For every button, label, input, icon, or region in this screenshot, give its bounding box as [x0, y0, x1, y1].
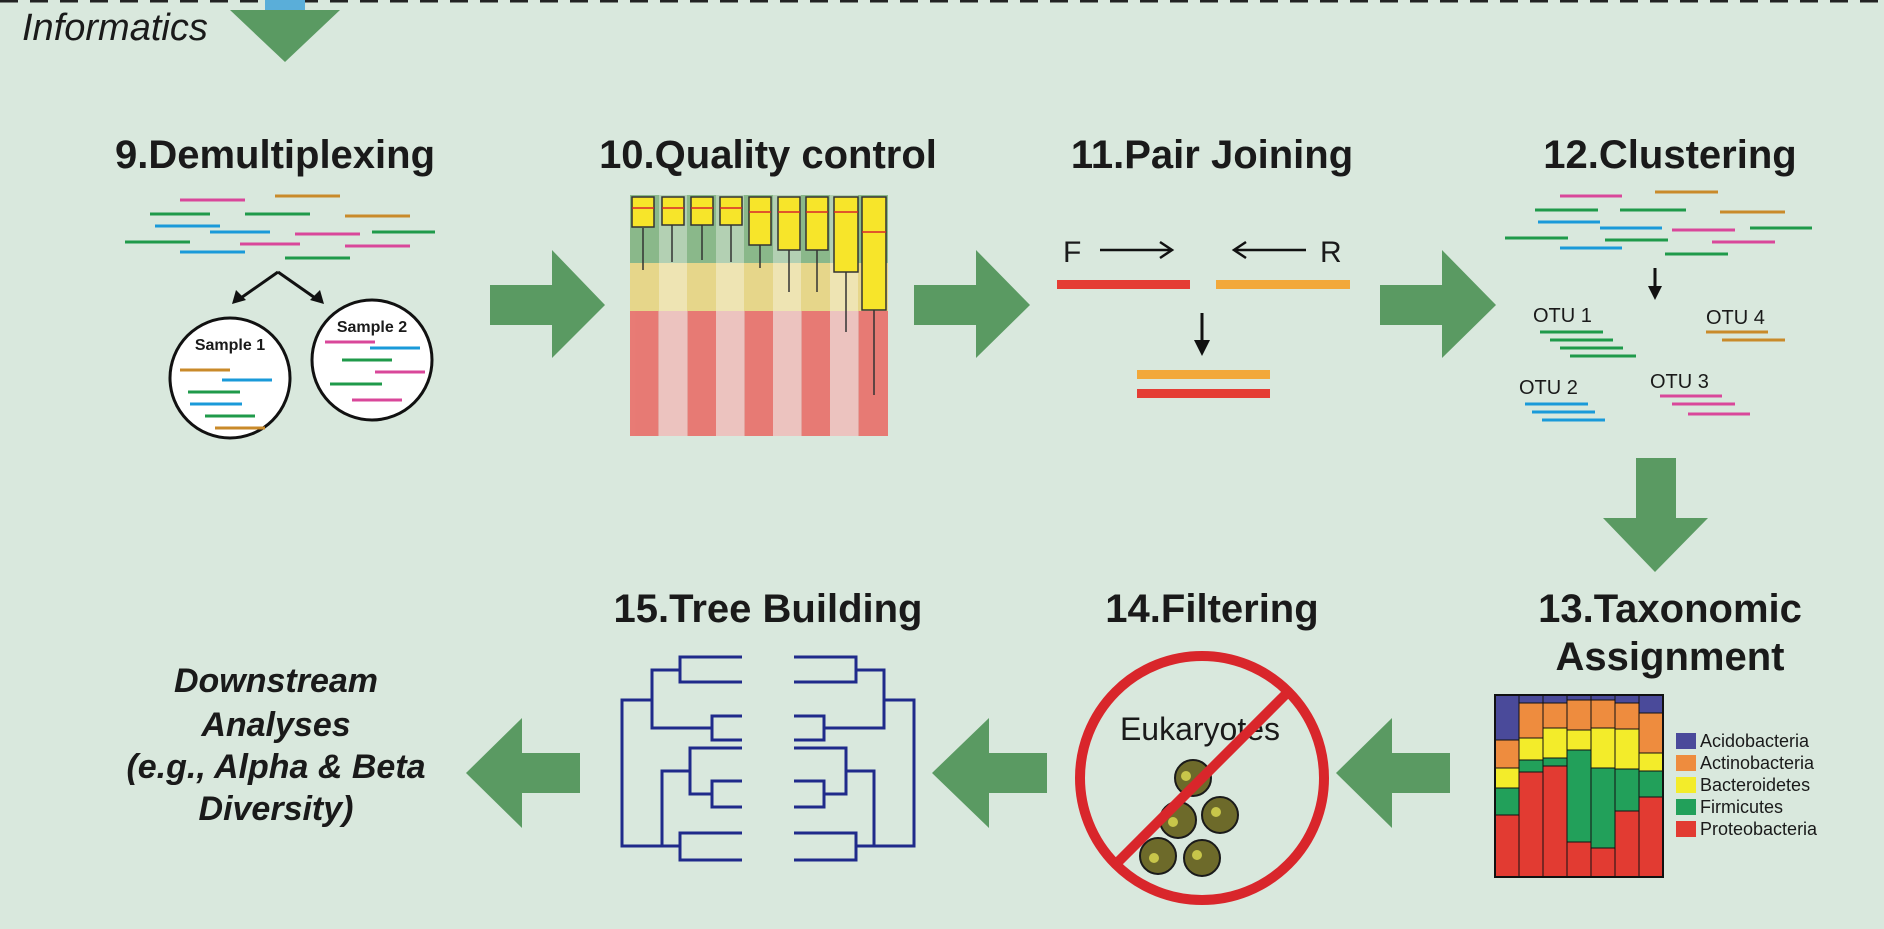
taxa-bar-segment — [1518, 759, 1544, 773]
otu-3-label: OTU 3 — [1650, 371, 1709, 393]
taxa-bar-segment — [1638, 712, 1664, 754]
taxa-bar-segment — [1518, 771, 1544, 878]
arrow-left-1-icon — [1336, 718, 1450, 828]
taxa-bar-segment — [1566, 749, 1592, 843]
taxa-bar-segment — [1494, 814, 1520, 878]
demux-reads — [125, 194, 435, 260]
arrow-right-2-icon — [914, 250, 1030, 358]
legend-proteobacteria: Proteobacteria — [1700, 819, 1818, 839]
taxa-bar-segment — [1614, 728, 1640, 770]
sample-1-label: Sample 1 — [195, 337, 265, 354]
taxa-legend: Acidobacteria Actinobacteria Bacteroidet… — [1676, 731, 1818, 839]
taxa-bar-segment — [1518, 694, 1544, 704]
joined-read-top-bar — [1137, 370, 1270, 379]
step-pair-joining-title: 11.Pair Joining — [1071, 133, 1353, 177]
step-demultiplexing-title: 9.Demultiplexing — [115, 133, 435, 177]
reverse-read-label: R — [1320, 236, 1342, 269]
arrow-left-2-icon — [932, 718, 1047, 828]
taxa-bar-segment — [1494, 694, 1520, 741]
step-filtering-title: 14.Filtering — [1105, 587, 1318, 631]
legend-swatch-firmicutes — [1676, 799, 1696, 815]
otu-4-reads — [1706, 330, 1785, 342]
taxa-bar-segment — [1494, 739, 1520, 769]
taxa-bar-segment — [1614, 810, 1640, 878]
arrow-right-3-icon — [1380, 250, 1496, 358]
no-eukaryotes-icon: Eukaryotes — [1075, 651, 1329, 905]
otu-2-reads — [1525, 402, 1605, 422]
legend-swatch-acidobacteria — [1676, 733, 1696, 749]
downstream-line4: Diversity) — [199, 790, 354, 828]
informatics-label: Informatics — [22, 7, 208, 49]
step-taxonomic-title-line1: 13.Taxonomic — [1538, 587, 1802, 631]
sample-2-circle: Sample 2 — [310, 298, 434, 422]
legend-swatch-actinobacteria — [1676, 755, 1696, 771]
taxa-bar-segment — [1590, 727, 1616, 769]
step-quality-control-title: 10.Quality control — [599, 133, 937, 177]
tree-left — [620, 655, 742, 862]
otu-3-reads — [1660, 394, 1750, 416]
taxa-bar-segment — [1542, 765, 1568, 878]
legend-swatch-proteobacteria — [1676, 821, 1696, 837]
taxa-bar-segment — [1518, 737, 1544, 761]
taxa-bar-segment — [1638, 770, 1664, 798]
taxa-bar-segment — [1542, 757, 1568, 767]
arrow-right-1-icon — [490, 250, 605, 358]
taxa-bar-segment — [1590, 699, 1616, 729]
reverse-read-bar — [1216, 280, 1350, 289]
step-tree-building-title: 15.Tree Building — [614, 587, 923, 631]
taxa-bar-segment — [1590, 767, 1616, 849]
joined-read-bottom-bar — [1137, 389, 1270, 398]
taxa-bar-segment — [1566, 841, 1592, 878]
quality-boxplot — [630, 195, 888, 436]
arrow-left-3-icon — [466, 718, 580, 828]
legend-acidobacteria: Acidobacteria — [1700, 731, 1810, 751]
sample-2-label: Sample 2 — [337, 319, 407, 336]
otu-1-label: OTU 1 — [1533, 305, 1592, 327]
taxa-bar-segment — [1542, 727, 1568, 759]
taxa-bar-segment — [1614, 768, 1640, 812]
join-down-arrow-icon — [1194, 313, 1210, 356]
taxa-stacked-bars — [1494, 694, 1664, 878]
otu-1-reads — [1540, 330, 1636, 358]
taxa-bar-segment — [1542, 702, 1568, 729]
downstream-line1: Downstream — [174, 662, 378, 700]
legend-bacteroidetes: Bacteroidetes — [1700, 775, 1810, 795]
taxa-bar-segment — [1566, 699, 1592, 731]
reverse-arrow-icon — [1231, 240, 1306, 260]
down-arrow-top-icon — [230, 0, 340, 62]
downstream-line2: Analyses — [200, 706, 350, 744]
demux-split-arrows — [232, 270, 324, 304]
legend-swatch-bacteroidetes — [1676, 777, 1696, 793]
taxa-bar-segment — [1518, 702, 1544, 739]
otu-2-label: OTU 2 — [1519, 377, 1578, 399]
taxa-bar-segment — [1638, 752, 1664, 772]
legend-firmicutes: Firmicutes — [1700, 797, 1783, 817]
step-taxonomic-title-line2: Assignment — [1556, 635, 1785, 679]
taxa-bar-segment — [1614, 694, 1640, 704]
cluster-down-arrow-icon — [1648, 268, 1662, 300]
taxa-bar-segment — [1590, 847, 1616, 878]
step-clustering-title: 12.Clustering — [1543, 133, 1796, 177]
taxa-bar-segment — [1494, 787, 1520, 816]
forward-read-label: F — [1063, 236, 1081, 269]
downstream-line3: (e.g., Alpha & Beta — [126, 748, 425, 786]
taxa-bar-segment — [1614, 702, 1640, 730]
arrow-down-icon — [1603, 458, 1708, 572]
taxa-bar-segment — [1638, 796, 1664, 878]
forward-read-bar — [1057, 280, 1190, 289]
taxa-bar-segment — [1542, 694, 1568, 704]
otu-4-label: OTU 4 — [1706, 307, 1765, 329]
taxa-bar-segment — [1638, 694, 1664, 714]
legend-actinobacteria: Actinobacteria — [1700, 753, 1815, 773]
sample-1-circle: Sample 1 — [168, 316, 292, 440]
cluster-input-reads — [1505, 190, 1812, 256]
taxa-bar-segment — [1494, 767, 1520, 789]
tree-right — [794, 655, 916, 862]
forward-arrow-icon — [1100, 240, 1175, 260]
taxa-bar-segment — [1566, 729, 1592, 751]
